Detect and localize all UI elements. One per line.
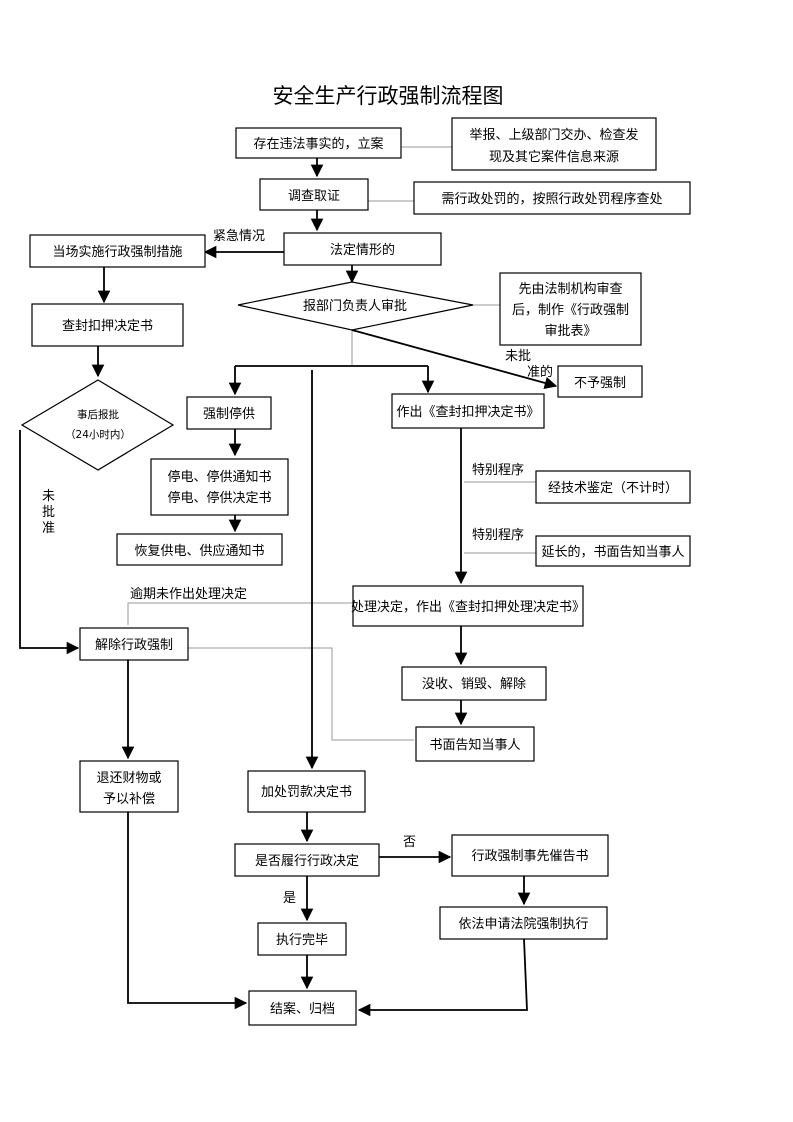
label-no: 否: [403, 835, 416, 850]
node-pre-notice: 行政强制事先催告书: [451, 834, 609, 877]
svg-text:执行完毕: 执行完毕: [276, 933, 328, 948]
node-file-case: 存在违法事实的，立案: [235, 127, 402, 159]
node-legal-review: 先由法制机构审查 后，制作《行政强制 审批表》: [499, 272, 642, 346]
label-special-2: 特别程序: [472, 528, 524, 543]
svg-text:加处罚款决定书: 加处罚款决定书: [261, 785, 352, 800]
label-not-approved-v1: 未: [42, 489, 55, 504]
node-investigate: 调查取证: [259, 178, 369, 211]
label-not-approved-2: 准的: [527, 364, 553, 380]
svg-text:不予强制: 不予强制: [574, 376, 626, 391]
node-legal-case: 法定情形的: [283, 232, 442, 266]
label-special-1: 特别程序: [472, 463, 524, 478]
svg-text:需行政处罚的，按照行政处罚程序查处: 需行政处罚的，按照行政处罚程序查处: [441, 191, 662, 207]
svg-text:作出《查封扣押决定书》: 作出《查封扣押决定书》: [396, 405, 539, 420]
svg-text:停电、停供决定书: 停电、停供决定书: [167, 490, 271, 506]
label-yes: 是: [283, 891, 296, 906]
node-issue-seal: 作出《查封扣押决定书》: [391, 393, 545, 429]
label-not-approved-v2: 批: [42, 505, 55, 520]
svg-text:书面告知当事人: 书面告知当事人: [429, 737, 520, 753]
svg-text:报部门负责人审批: 报部门负责人审批: [303, 299, 407, 314]
node-court: 依法申请法院强制执行: [439, 906, 608, 940]
svg-text:解除行政强制: 解除行政强制: [95, 638, 173, 653]
node-post-approval: 事后报批 （24小时内）: [20, 379, 175, 471]
connectors: [19, 146, 558, 1017]
node-comply-check: 是否履行行政决定: [234, 843, 380, 877]
svg-text:存在违法事实的，立案: 存在违法事实的，立案: [253, 136, 383, 152]
svg-text:事后报批: 事后报批: [77, 408, 119, 421]
svg-text:先由法制机构审查: 先由法制机构审查: [518, 282, 622, 297]
node-written-notice: 书面告知当事人: [415, 726, 535, 762]
svg-text:是否履行行政决定: 是否履行行政决定: [255, 854, 359, 869]
node-case-source: 举报、上级部门交办、检查发 现及其它案件信息来源: [451, 117, 657, 171]
node-extend: 延长的，书面告知当事人: [535, 535, 691, 567]
svg-text:行政强制事先催告书: 行政强制事先催告书: [471, 849, 588, 864]
node-archive: 结案、归档: [248, 990, 357, 1026]
svg-text:法定情形的: 法定情形的: [330, 242, 395, 258]
node-power-notice: 停电、停供通知书 停电、停供决定书: [150, 458, 289, 516]
node-handle-decision: 处理决定，作出《查封扣押处理决定书》: [351, 585, 585, 627]
svg-text:查封扣押决定书: 查封扣押决定书: [62, 319, 153, 334]
node-no-enforce: 不予强制: [557, 365, 643, 398]
node-done: 执行完毕: [257, 922, 347, 956]
svg-text:结案、归档: 结案、归档: [270, 1002, 335, 1017]
svg-text:后，制作《行政强制: 后，制作《行政强制: [512, 303, 629, 318]
label-overdue: 逾期未作出处理决定: [130, 587, 247, 602]
node-dept-approval: 报部门负责人审批: [237, 281, 474, 331]
node-power-stop: 强制停供: [186, 396, 272, 430]
svg-text:调查取证: 调查取证: [288, 189, 340, 204]
svg-text:举报、上级部门交办、检查发: 举报、上级部门交办、检查发: [469, 127, 638, 143]
svg-text:经技术鉴定（不计时）: 经技术鉴定（不计时）: [548, 481, 678, 496]
node-restore: 恢复供电、供应通知书: [116, 533, 283, 566]
node-appraisal: 经技术鉴定（不计时）: [535, 470, 691, 504]
svg-text:没收、销毁、解除: 没收、销毁、解除: [422, 677, 526, 692]
node-admin-penalty: 需行政处罚的，按照行政处罚程序查处: [413, 181, 691, 215]
label-urgent: 紧急情况: [213, 229, 265, 244]
svg-text:（24小时内）: （24小时内）: [65, 428, 131, 441]
page-title: 安全生产行政强制流程图: [273, 84, 504, 108]
svg-text:处理决定，作出《查封扣押处理决定书》: 处理决定，作出《查封扣押处理决定书》: [351, 600, 585, 615]
node-seal-decision: 查封扣押决定书: [31, 303, 184, 347]
node-return-property: 退还财物或 予以补偿: [79, 760, 179, 813]
svg-text:停电、停供通知书: 停电、停供通知书: [167, 469, 271, 485]
node-fine-decision: 加处罚款决定书: [247, 770, 366, 813]
svg-text:予以补偿: 予以补偿: [103, 792, 155, 807]
svg-text:恢复供电、供应通知书: 恢复供电、供应通知书: [134, 543, 264, 559]
node-onsite-measure: 当场实施行政强制措施: [29, 234, 206, 268]
svg-text:依法申请法院强制执行: 依法申请法院强制执行: [458, 917, 588, 932]
label-not-approved-1: 未批: [505, 349, 531, 364]
node-confiscate: 没收、销毁、解除: [401, 666, 547, 701]
svg-text:当场实施行政强制措施: 当场实施行政强制措施: [52, 245, 182, 260]
svg-text:审批表》: 审批表》: [544, 324, 596, 339]
node-release: 解除行政强制: [79, 627, 189, 661]
svg-text:延长的，书面告知当事人: 延长的，书面告知当事人: [541, 544, 684, 560]
svg-text:强制停供: 强制停供: [203, 406, 255, 422]
svg-text:现及其它案件信息来源: 现及其它案件信息来源: [489, 149, 619, 165]
label-not-approved-v3: 准: [42, 521, 55, 536]
svg-text:退还财物或: 退还财物或: [96, 771, 161, 786]
